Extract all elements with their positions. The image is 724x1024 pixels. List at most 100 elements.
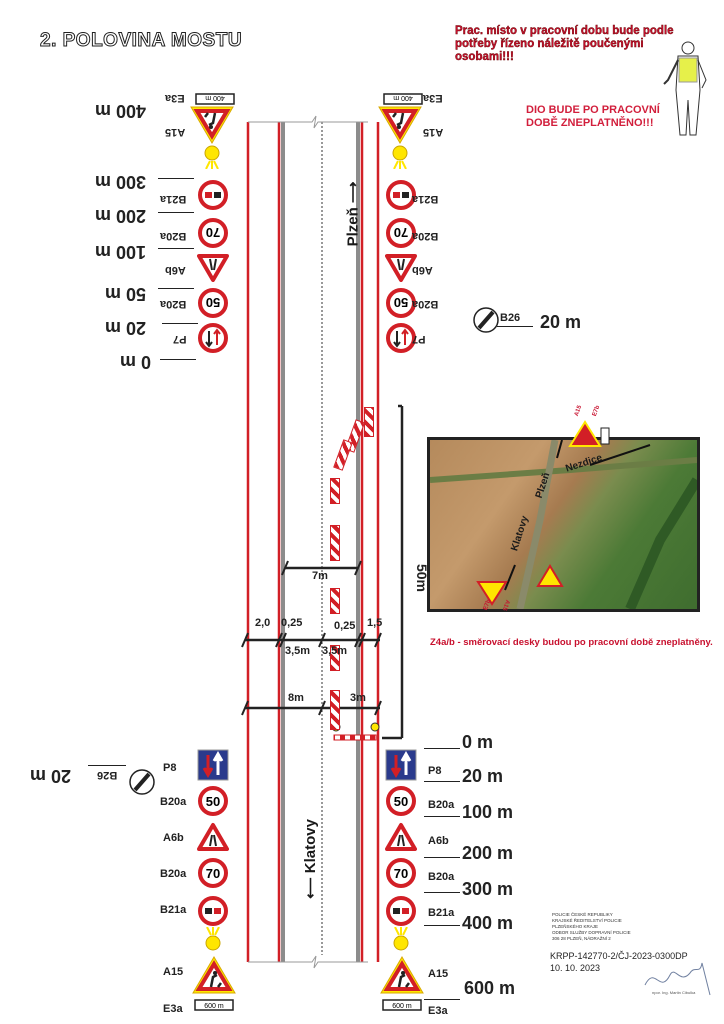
sign-b21a-left — [198, 896, 228, 931]
dim-bottom-1: 3m — [350, 692, 366, 704]
map-overlay — [430, 440, 697, 609]
dimension-lines — [245, 404, 404, 740]
code-a6b: A6b — [412, 264, 433, 276]
dimension-ticks — [241, 560, 382, 716]
signer-name: npor. Ing. Martin Cibulka — [652, 990, 696, 995]
direction-label-klatovy: ⟵ Klatovy — [301, 819, 319, 899]
approval-date: 10. 10. 2023 — [550, 963, 601, 973]
sign-p8-right — [385, 749, 417, 786]
warning-lamp-icon — [370, 722, 380, 732]
stamp-line: POLICIE ČESKÉ REPUBLIKY — [552, 912, 613, 917]
direction-label-plzen: Plzeň ⟶ — [344, 181, 362, 247]
distance-marker — [424, 816, 460, 817]
code-a6b: A6b — [163, 832, 184, 844]
sign-b20a-70-right: 70 — [386, 858, 416, 893]
distance-lower: 200 m — [462, 843, 514, 863]
dim-top-3: 1,5 — [367, 617, 383, 629]
code-b21a: B21a — [428, 907, 455, 919]
road-edge-lines — [246, 115, 380, 969]
code-b20a: B20a — [160, 230, 187, 242]
code-e3a: E3a — [428, 1005, 448, 1017]
direction-board — [330, 690, 340, 730]
distance-marker — [158, 288, 194, 289]
distance-b26: 20 m — [540, 312, 582, 332]
distance-upper: 100 m — [95, 242, 147, 262]
svg-text:400 m: 400 m — [205, 94, 225, 101]
warning-lamp-icon — [202, 138, 222, 170]
distance-upper: 0 m — [120, 352, 152, 372]
svg-text:50: 50 — [206, 295, 220, 310]
distance-lower: 100 m — [462, 802, 514, 822]
sign-b20a-70-left: 70 — [198, 213, 228, 248]
code-e3a: E3a — [423, 92, 443, 104]
dim-top-0: 2,0 — [255, 617, 271, 629]
warning-lamp-icon — [391, 926, 411, 958]
closed-width-dimension: 7m — [312, 570, 328, 582]
sign-b21a-right — [386, 896, 416, 931]
sign-a6b-right — [385, 822, 417, 857]
code-b26: B26 — [500, 312, 521, 324]
svg-text:600 m: 600 m — [204, 1003, 224, 1010]
distance-marker — [160, 359, 196, 360]
code-b20a: B20a — [412, 298, 439, 310]
distance-marker — [162, 323, 198, 324]
distance-upper: 50 m — [105, 284, 147, 304]
stamp-line: PLZEŇSKÉHO KRAJE — [552, 924, 599, 929]
code-b20a: B20a — [428, 799, 455, 811]
sign-e3a-left: 400 m — [195, 88, 235, 106]
code-b20a: B20a — [160, 796, 187, 808]
distance-marker — [424, 999, 460, 1000]
sign-p7-right — [386, 318, 416, 353]
police-stamp: POLICIE ČESKÉ REPUBLIKY KRAJSKÉ ŘEDITELS… — [552, 912, 631, 942]
distance-lower: 20 m — [462, 766, 504, 786]
distance-marker — [158, 248, 194, 249]
distance-upper: 20 m — [105, 318, 147, 338]
distance-lower: 400 m — [462, 913, 514, 933]
distance-lower: 0 m — [462, 732, 494, 752]
code-b20a: B20a — [428, 871, 455, 883]
stamp-line: ODBOR SLUŽBY DOPRAVNÍ POLICIE — [552, 930, 631, 935]
code-b21a: B21a — [412, 193, 439, 205]
code-a15: A15 — [428, 968, 449, 980]
stamp-line: 306 28 PLZEŇ, NÁDRAŽNÍ 2 — [552, 936, 611, 941]
map-sign-a15-top — [568, 420, 610, 447]
svg-text:70: 70 — [394, 225, 408, 240]
code-p8: P8 — [163, 762, 177, 774]
dim-lane-0: 3,5m — [285, 645, 311, 657]
dio-note-line: DOBĚ ZNEPLATNĚNO!!! — [526, 117, 654, 129]
sign-p7-left — [198, 318, 228, 353]
distance-marker — [497, 326, 533, 327]
code-e3a: E3a — [163, 1003, 183, 1015]
sign-a15-left — [189, 100, 235, 145]
sign-b20a-70-right: 70 — [386, 213, 416, 248]
code-a6b: A6b — [165, 264, 186, 276]
direction-board — [330, 645, 340, 671]
sign-a15-right — [377, 100, 423, 145]
distance-marker — [424, 892, 460, 893]
dim-lane-1: 3,5m — [322, 645, 348, 657]
distance-lower: 600 m — [464, 978, 516, 998]
distance-marker — [424, 925, 460, 926]
sign-p8-left — [197, 749, 229, 786]
code-a15: A15 — [165, 126, 186, 138]
distance-marker — [158, 178, 194, 179]
dim-top-1: 0,25 — [281, 617, 303, 629]
code-b20a: B20a — [160, 298, 187, 310]
warning-note: Prac. místo v pracovní dobu bude podle p… — [455, 25, 674, 63]
page-title: 2. POLOVINA MOSTU — [39, 30, 243, 52]
code-b26: B26 — [97, 769, 118, 781]
distance-marker — [424, 781, 460, 782]
dio-note: DIO BUDE PO PRACOVNÍ DOBĚ ZNEPLATNĚNO!!! — [526, 104, 660, 130]
reference-number: KRPP-142770-2/ČJ-2023-0300DP — [550, 951, 688, 961]
code-p7: P7 — [173, 333, 187, 345]
svg-text:400 m: 400 m — [393, 94, 413, 101]
svg-text:50: 50 — [206, 794, 220, 809]
sign-a15-left — [191, 955, 237, 1000]
warning-lamp-icon — [390, 138, 410, 170]
code-a6b: A6b — [428, 835, 449, 847]
sign-b21a-left — [198, 175, 228, 210]
aerial-map: Nezdice Plzeň Klatovy — [427, 437, 700, 612]
svg-text:50: 50 — [394, 295, 408, 310]
sign-b20a-70-left: 70 — [198, 858, 228, 893]
